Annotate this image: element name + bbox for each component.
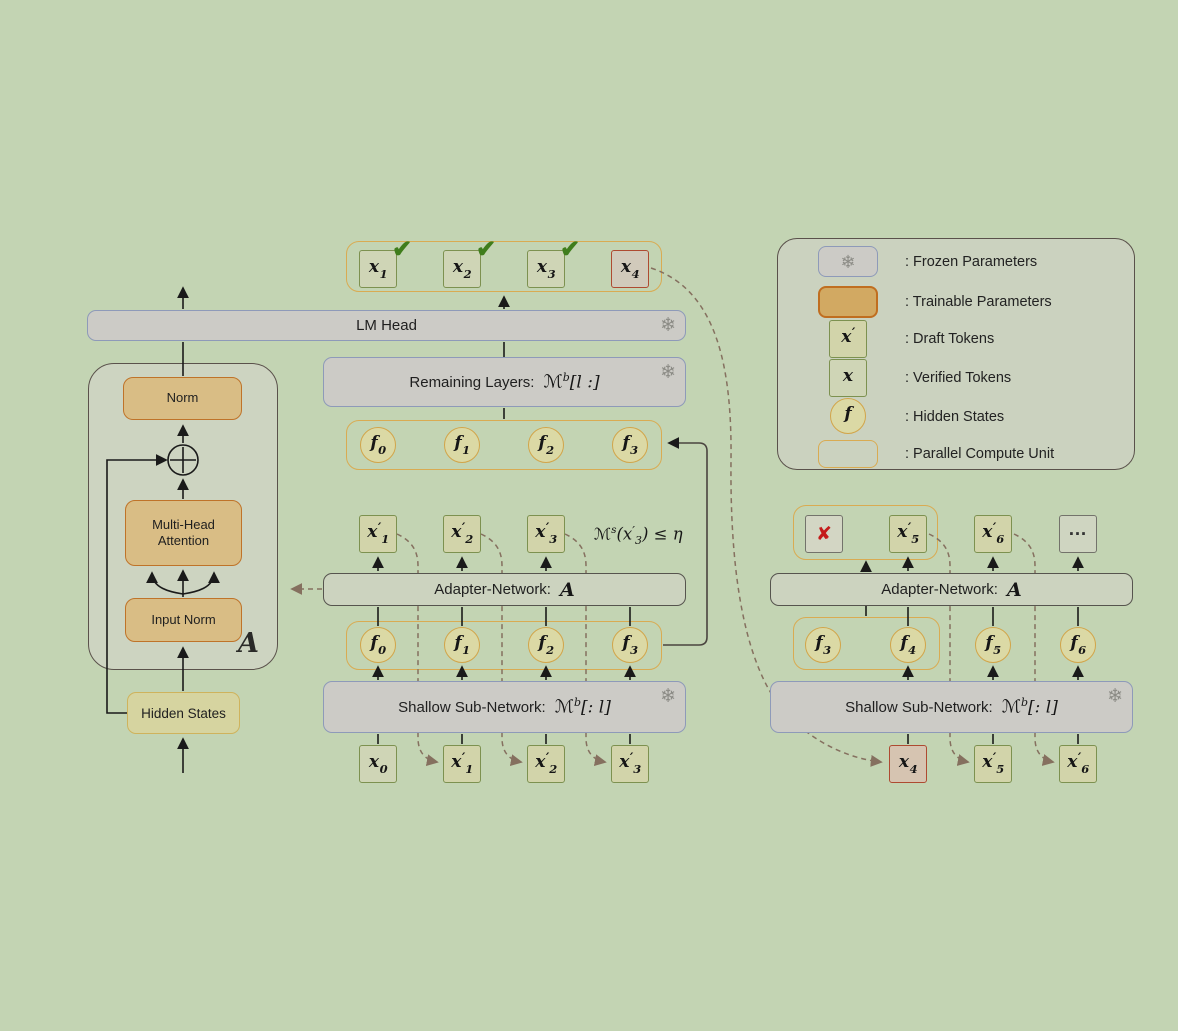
parallel-unit-verified-tokens (346, 241, 662, 292)
solid-arrows (106, 286, 1084, 773)
hidden-state-f4-right: f4 (890, 627, 926, 663)
multi-head-attention-box: Multi-Head Attention (125, 500, 242, 566)
remaining-layers-math: ℳb[l :] (543, 371, 600, 393)
dashed-arrows (290, 267, 1055, 767)
draft-token-x6: x′6 (974, 515, 1012, 553)
lm-head-bar: LM Head ❄ (87, 310, 686, 341)
shallow-subnetwork-math-right: ℳb[: l] (1001, 696, 1058, 718)
legend-verified-label: : Verified Tokens (905, 370, 1012, 386)
snowflake-icon: ❄ (660, 686, 676, 707)
rejected-slot-box: ✘ (805, 515, 843, 553)
shallow-subnetwork-bar: Shallow Sub-Network: ℳb[: l] ❄ (323, 681, 686, 733)
check-icon: ✔ (392, 236, 413, 263)
hidden-state-f2-top: f2 (528, 427, 564, 463)
draft-token-x2: x′2 (443, 515, 481, 553)
hidden-state-f3-top: f3 (612, 427, 648, 463)
input-token-x3-prime: x′3 (611, 745, 649, 783)
check-icon: ✔ (476, 236, 497, 263)
hidden-states-label: Hidden States (141, 705, 226, 721)
input-token-x5-prime: x′5 (974, 745, 1012, 783)
shallow-subnetwork-label-right: Shallow Sub-Network: (845, 698, 993, 716)
legend-frozen-swatch: ❄ (818, 246, 878, 277)
adapter-symbol: A (559, 578, 575, 601)
legend-verified-swatch: x (829, 359, 867, 397)
snowflake-icon: ❄ (840, 251, 856, 272)
shallow-subnetwork-bar-right: Shallow Sub-Network: ℳb[: l] ❄ (770, 681, 1133, 733)
snowflake-icon: ❄ (660, 315, 676, 336)
snowflake-icon: ❄ (660, 362, 676, 383)
legend-hidden-swatch: f (830, 398, 866, 434)
adapter-detail-symbol: A (238, 628, 259, 659)
adapter-network-label: Adapter-Network: (434, 581, 551, 598)
token-x1: x1 (359, 250, 397, 288)
ellipsis-token: … (1059, 515, 1097, 553)
snowflake-icon: ❄ (1107, 686, 1123, 707)
hidden-state-f0-top: f0 (360, 427, 396, 463)
input-norm-label: Input Norm (151, 611, 216, 627)
input-token-x6-prime: x′6 (1059, 745, 1097, 783)
hidden-state-f2: f2 (528, 627, 564, 663)
threshold-formula: ℳs(x′3) ≤ η (594, 523, 683, 547)
hidden-state-f3: f3 (612, 627, 648, 663)
input-token-x4: x4 (889, 745, 927, 783)
mha-label-line2: Attention (157, 533, 210, 548)
parallel-unit-right-hidden (793, 617, 940, 670)
norm-box: Norm (123, 377, 242, 420)
legend-trainable-swatch (818, 286, 878, 318)
input-token-x0: x0 (359, 745, 397, 783)
adapter-symbol-right: A (1006, 578, 1022, 601)
hidden-state-f1-top: f1 (444, 427, 480, 463)
remaining-layers-bar: Remaining Layers: ℳb[l :] ❄ (323, 357, 686, 407)
adapter-network-bar: Adapter-Network: A (323, 573, 686, 606)
lm-head-label: LM Head (356, 317, 417, 334)
shallow-subnetwork-label: Shallow Sub-Network: (398, 698, 546, 716)
hidden-state-f5-right: f5 (975, 627, 1011, 663)
hidden-state-f0: f0 (360, 627, 396, 663)
hidden-state-f6-right: f6 (1060, 627, 1096, 663)
adapter-network-bar-right: Adapter-Network: A (770, 573, 1133, 606)
hidden-state-f3-right: f3 (805, 627, 841, 663)
check-icon: ✔ (560, 236, 581, 263)
token-x3: x3 (527, 250, 565, 288)
legend-frozen-label: : Frozen Parameters (905, 254, 1038, 270)
token-x2: x2 (443, 250, 481, 288)
parallel-unit-hidden-top (346, 420, 662, 470)
ellipsis-label: … (1068, 519, 1088, 540)
draft-token-x1: x′1 (359, 515, 397, 553)
draft-token-x3: x′3 (527, 515, 565, 553)
legend-hidden-label: : Hidden States (905, 409, 1005, 425)
draft-token-x5: x′5 (889, 515, 927, 553)
hidden-state-f1: f1 (444, 627, 480, 663)
adapter-network-label-right: Adapter-Network: (881, 581, 998, 598)
parallel-unit-right-outputs (793, 505, 938, 560)
legend-parallel-swatch (818, 440, 878, 468)
shallow-subnetwork-math: ℳb[: l] (554, 696, 611, 718)
token-x4-rejected: x4 (611, 250, 649, 288)
norm-label: Norm (166, 390, 199, 406)
reject-x-icon: ✘ (816, 523, 832, 545)
legend-trainable-label: : Trainable Parameters (905, 294, 1052, 310)
hidden-states-box: Hidden States (127, 692, 240, 734)
mha-label-line1: Multi-Head (152, 516, 215, 532)
legend-parallel-label: : Parallel Compute Unit (905, 446, 1055, 462)
input-token-x2-prime: x′2 (527, 745, 565, 783)
input-token-x1-prime: x′1 (443, 745, 481, 783)
legend-draft-label: : Draft Tokens (905, 331, 995, 347)
legend-draft-swatch: x′ (829, 320, 867, 358)
parallel-unit-hidden-mid (346, 621, 662, 670)
input-norm-box: Input Norm (125, 598, 242, 642)
remaining-layers-label: Remaining Layers: (409, 373, 535, 391)
